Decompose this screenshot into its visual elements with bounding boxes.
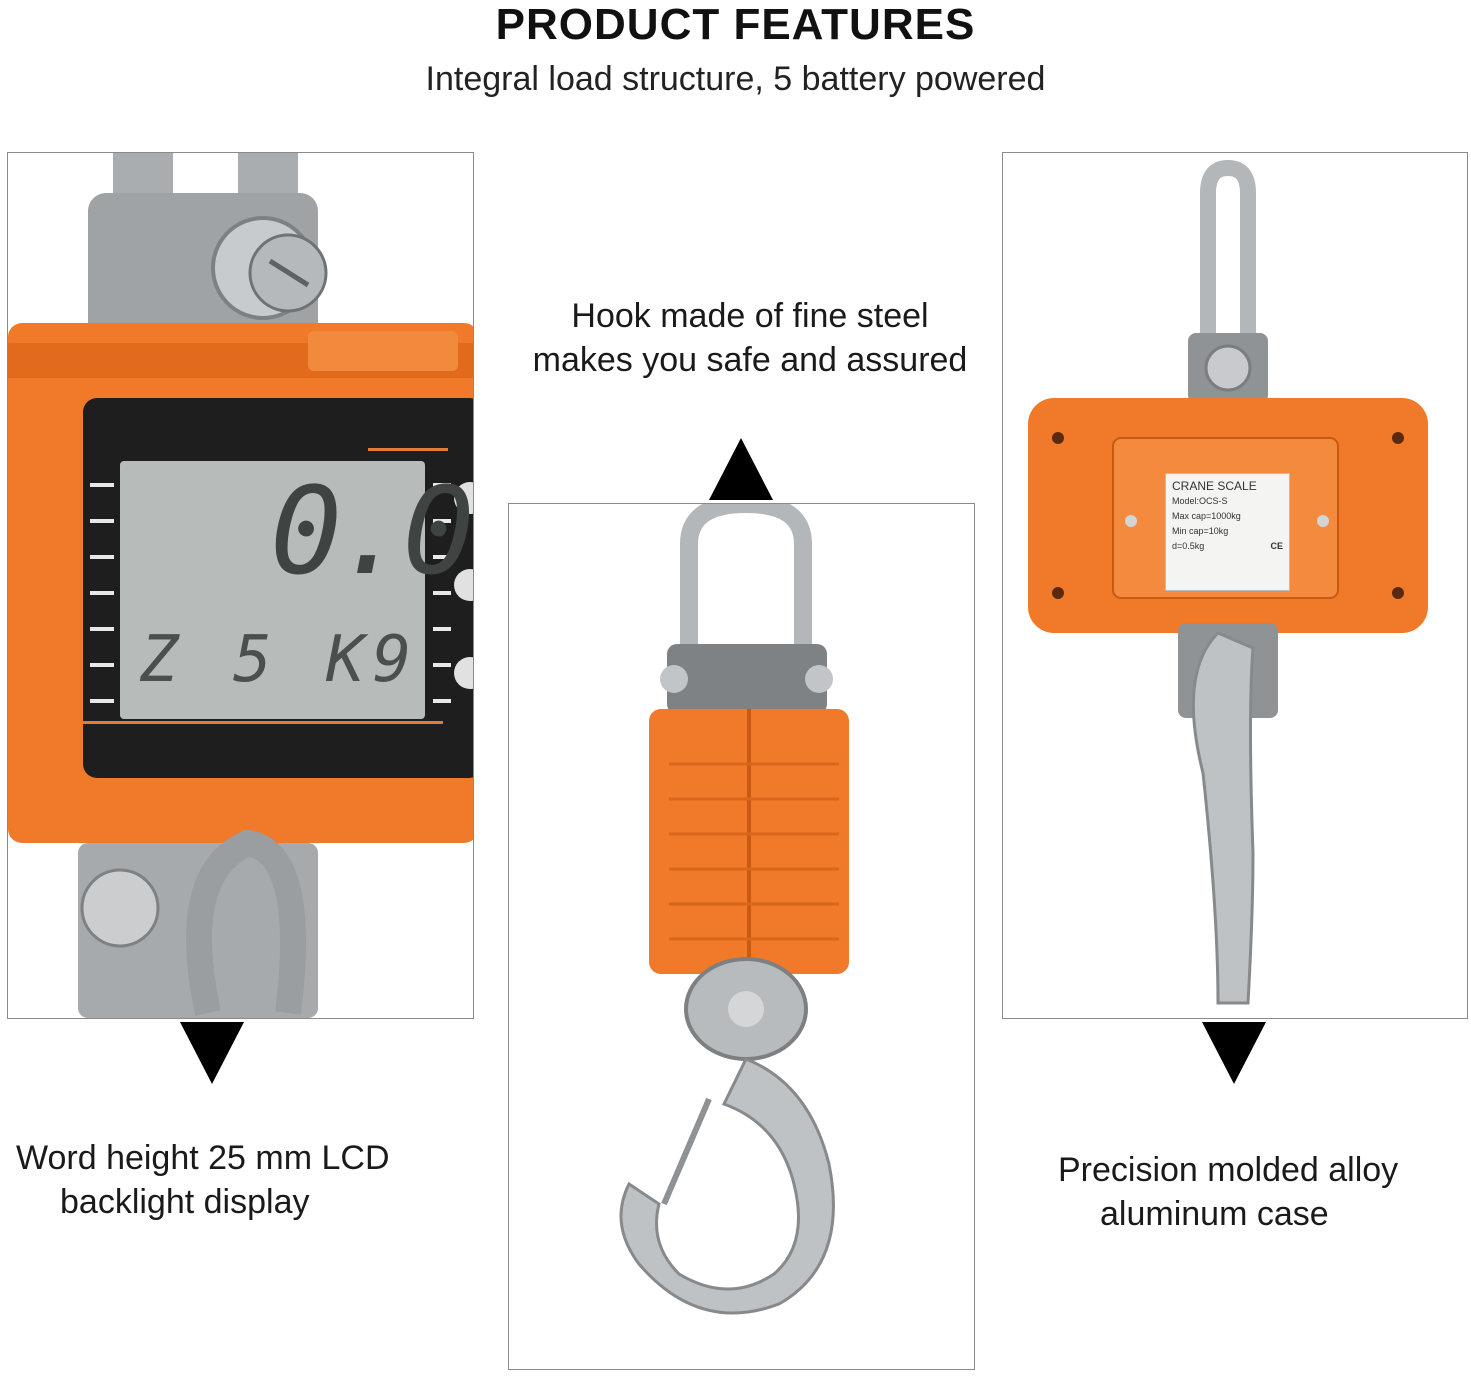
hook-side-view-panel bbox=[508, 503, 975, 1370]
arrow-up-icon bbox=[709, 438, 773, 500]
lcd-closeup-panel: 0.0 Z 5 K9 bbox=[7, 152, 474, 1019]
lcd-unit-text: Z 5 K9 bbox=[140, 623, 420, 697]
feature-case-caption: Precision molded alloy aluminum case bbox=[1040, 1148, 1460, 1236]
feature-hook-caption: Hook made of fine steel makes you safe a… bbox=[500, 294, 1000, 382]
feature-lcd-line1: Word height 25 mm LCD bbox=[16, 1139, 390, 1177]
arrow-down-icon bbox=[180, 1022, 244, 1084]
feature-lcd-caption: Word height 25 mm LCD backlight display bbox=[16, 1136, 456, 1224]
scale-nameplate-bottom-row: d=0.5kg CE bbox=[1172, 539, 1283, 554]
feature-hook-line2: makes you safe and assured bbox=[532, 341, 968, 379]
scale-nameplate-min: Min cap=10kg bbox=[1172, 526, 1229, 536]
feature-hook-line1: Hook made of fine steel bbox=[571, 297, 929, 335]
scale-nameplate-title: CRANE SCALE bbox=[1172, 479, 1257, 493]
lcd-tick-marks bbox=[90, 483, 451, 703]
page-title: PRODUCT FEATURES bbox=[495, 0, 976, 49]
arrow-down-icon bbox=[1202, 1022, 1266, 1084]
ce-mark: CE bbox=[1270, 541, 1283, 551]
lcd-reading: 0.0 bbox=[270, 463, 473, 602]
scale-nameplate: CRANE SCALE Model:OCS-S Max cap=1000kg M… bbox=[1165, 473, 1290, 591]
scale-nameplate-model: Model:OCS-S bbox=[1172, 496, 1228, 506]
feature-case-line1: Precision molded alloy bbox=[1058, 1151, 1399, 1189]
lcd-closeup-illustration bbox=[8, 153, 473, 1018]
feature-lcd-line2: backlight display bbox=[60, 1183, 310, 1221]
hook-side-view-illustration bbox=[619, 504, 849, 1315]
scale-nameplate-division: d=0.5kg bbox=[1172, 541, 1205, 551]
feature-case-line2: aluminum case bbox=[1100, 1195, 1329, 1233]
scale-nameplate-max: Max cap=1000kg bbox=[1172, 511, 1241, 521]
page-subtitle: Integral load structure, 5 battery power… bbox=[425, 60, 1046, 98]
case-front-panel: CRANE SCALE Model:OCS-S Max cap=1000kg M… bbox=[1002, 152, 1468, 1019]
